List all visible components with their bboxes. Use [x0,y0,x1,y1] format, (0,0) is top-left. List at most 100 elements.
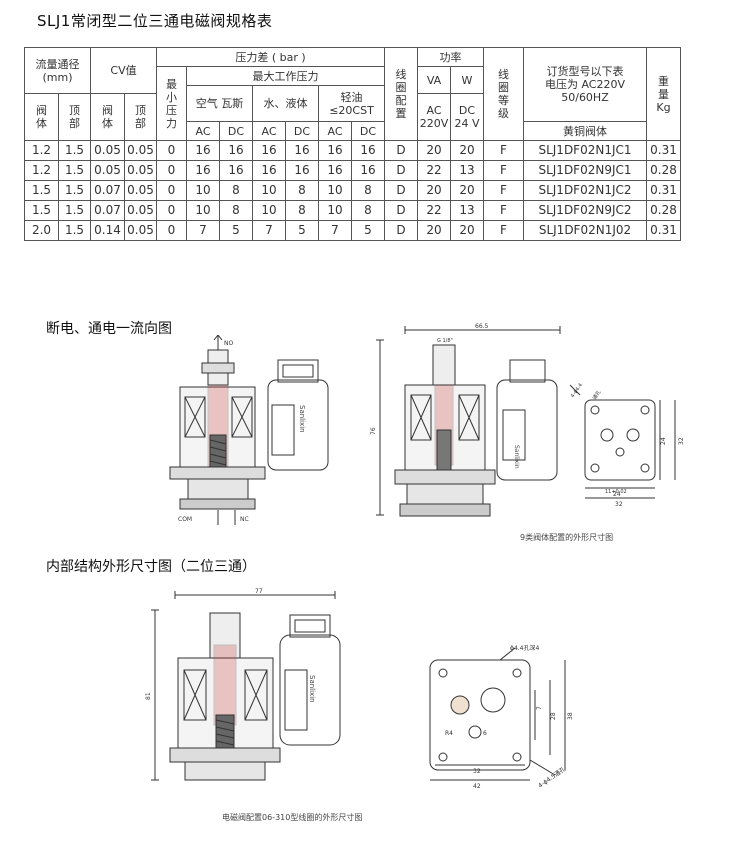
table-cell: 8 [285,200,319,221]
table-cell: SLJ1DF02N1J02 [523,220,647,241]
air-header: 空气 瓦斯 [186,85,253,122]
table-cell: D [384,200,418,221]
table-cell: 8 [219,180,253,201]
table-cell: 5 [219,220,253,241]
width-dim: 66.5 [475,323,489,330]
hole-label-2: 通孔 [591,389,602,401]
table-cell: 10 [252,180,286,201]
table-cell: F [483,200,524,221]
max-work-pressure-header: 最大工作压力 [186,66,385,86]
table-cell: 16 [285,140,319,161]
table-cell: SLJ1DF02N1JC1 [523,140,647,161]
coil-grade-header: 线 圈 等 级 [483,47,524,141]
table-cell: 16 [318,140,352,161]
table-cell: 0 [156,140,187,161]
table-cell: 0 [156,200,187,221]
table-cell: 16 [252,160,286,181]
air-ac-header: AC [186,121,220,141]
table-cell: 1.5 [58,160,91,181]
dim-24h: 24 [613,491,621,498]
structure-diagram: 77 81 Sanlixin [145,588,341,781]
table-cell: 0.05 [90,160,125,181]
table-cell: 0.05 [90,140,125,161]
table-cell: 16 [219,160,253,181]
table-cell: 0.05 [124,160,157,181]
table-cell: 16 [219,140,253,161]
table-cell: 10 [318,200,352,221]
table-cell: 16 [252,140,286,161]
section-structure-title: 内部结构外形尺寸图（二位三通） [46,559,256,575]
table-cell: 0.28 [646,200,681,221]
side-view-dimension-drawing: 66.5 76 G 1/8" Sanlixin [370,323,561,517]
table-cell: 0.28 [646,160,681,181]
dim-38: 38 [567,712,574,720]
table-cell: 1.5 [24,180,59,201]
va-header: VA [417,66,451,94]
table-cell: 0.31 [646,220,681,241]
table-cell: 0 [156,220,187,241]
table-cell: 0.05 [124,180,157,201]
ac220-header: AC 220V [417,93,451,141]
table-cell: 20 [450,180,484,201]
table-cell: 10 [318,180,352,201]
table-cell: 16 [186,160,220,181]
order-header: 订货型号以下表 电压为 AC220V 50/60HZ [523,47,647,122]
table-cell: 16 [351,140,385,161]
table-cell: 8 [351,200,385,221]
valve-body-header: 阀 体 [24,93,59,141]
table-cell: SLJ1DF02N9JC2 [523,200,647,221]
flow-header: 流量通径 (mm) [24,47,91,94]
table-cell: 7 [252,220,286,241]
dim-7: 7 [536,706,543,710]
coil-config-header: 线 圈 配 置 [384,47,418,141]
table-cell: 0.05 [124,220,157,241]
hole-label: 4-ϕ4.4 [570,382,584,399]
table-cell: 0.31 [646,180,681,201]
dim-r4: R4 [445,730,453,737]
table-cell: F [483,220,524,241]
brand-label-3: Sanlixin [308,675,316,703]
table-cell: 16 [351,160,385,181]
no-label: NO [224,340,233,347]
dim-24v: 24 [660,437,667,445]
dim-32v: 32 [678,437,685,445]
table-cell: D [384,140,418,161]
water-ac-header: AC [252,121,286,141]
table-cell: 5 [351,220,385,241]
table-cell: 10 [186,200,220,221]
table-cell: F [483,140,524,161]
table-cell: 0.14 [90,220,125,241]
section-flow-title: 断电、通电一流向图 [46,321,172,337]
table-cell: 13 [450,200,484,221]
min-pressure-header: 最 小 压 力 [156,66,187,141]
table-cell: SLJ1DF02N1JC2 [523,180,647,201]
table-cell: 0.05 [124,140,157,161]
table-cell: 1.5 [58,140,91,161]
table-cell: 16 [285,160,319,181]
table-cell: 16 [318,160,352,181]
table-cell: D [384,160,418,181]
table-cell: 0.07 [90,200,125,221]
valve-top-header: 顶 部 [58,93,91,141]
table-cell: 16 [186,140,220,161]
table-cell: 1.5 [24,200,59,221]
table-cell: F [483,180,524,201]
table-cell: 8 [219,200,253,221]
table-cell: 1.5 [58,220,91,241]
table-cell: D [384,220,418,241]
hole-top-label: ϕ4.4孔深4 [510,644,540,652]
table-cell: SLJ1DF02N9JC1 [523,160,647,181]
table-cell: 1.2 [24,160,59,181]
table-cell: 0 [156,160,187,181]
power-header: 功率 [417,47,484,67]
bottom-view-drawing: 4-ϕ4.4 通孔 24 32 11+0.02 24 32 [569,382,685,508]
weight-header: 重 量 Kg [646,47,681,141]
oil-dc-header: DC [351,121,385,141]
table-cell: 22 [417,200,451,221]
com-label: COM [178,516,192,523]
table-cell: 20 [417,140,451,161]
table-cell: 20 [450,220,484,241]
table-cell: 20 [450,140,484,161]
